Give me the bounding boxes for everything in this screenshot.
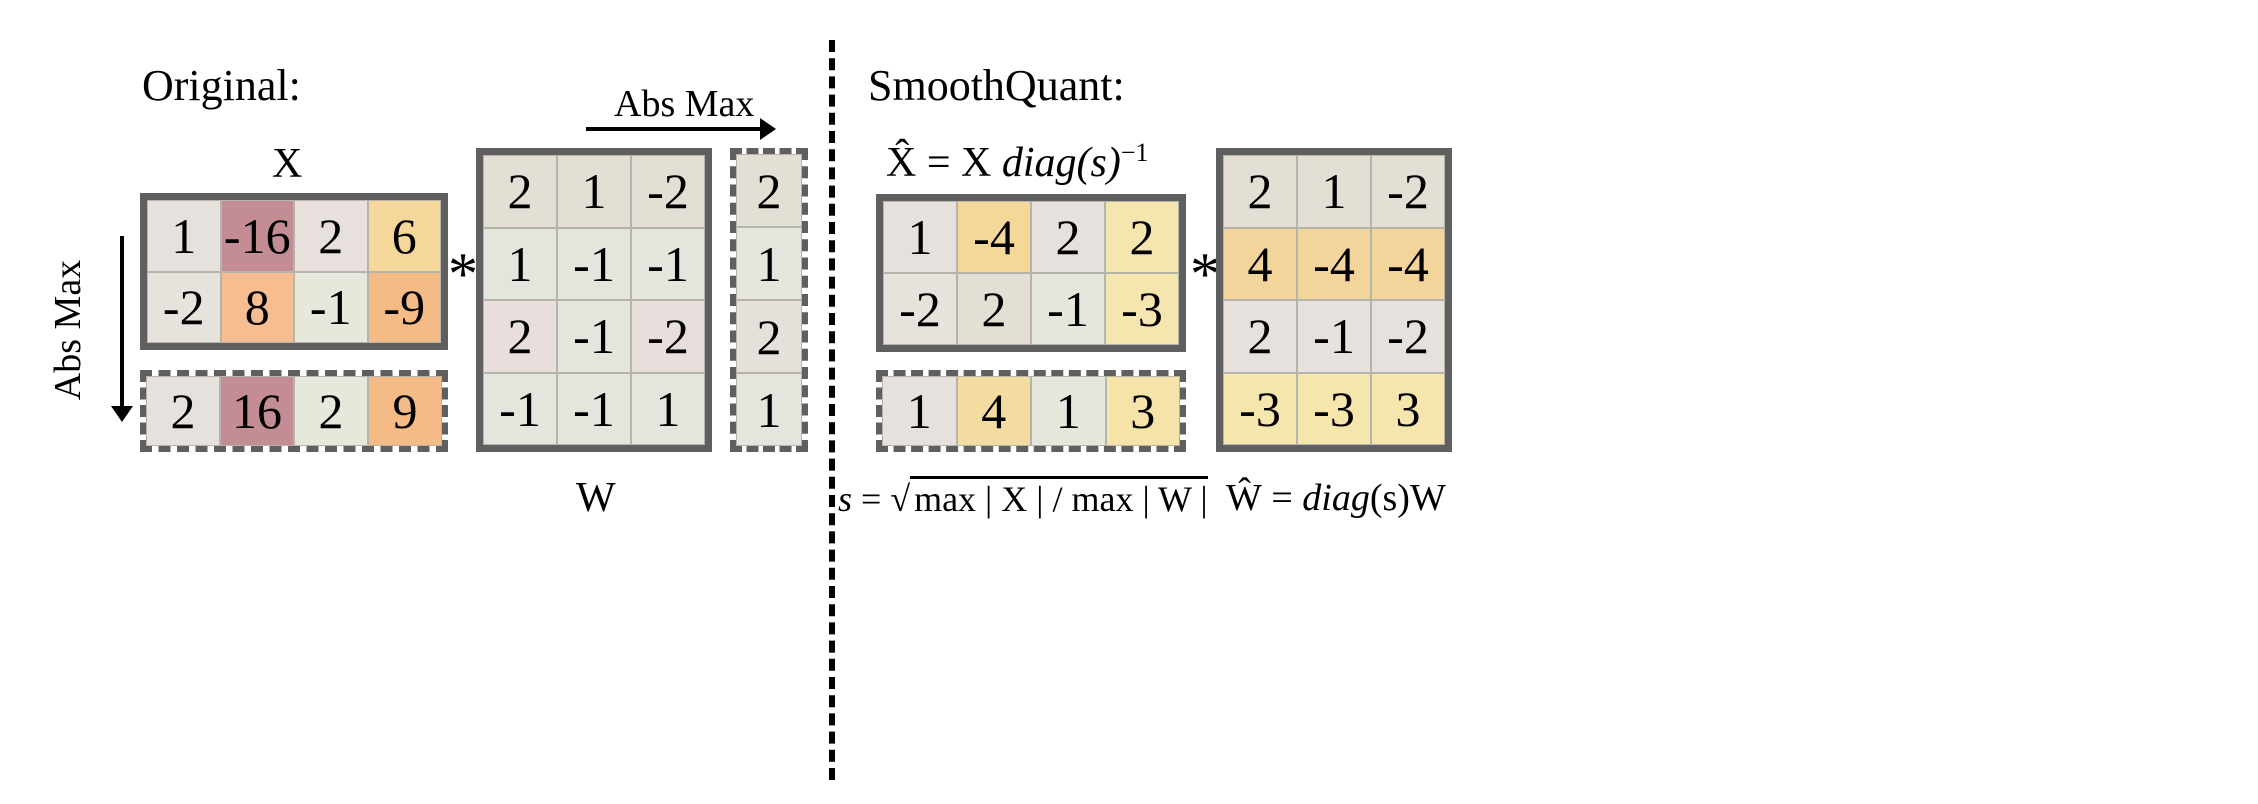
matrix-cell: -1 [294, 271, 368, 343]
matrix-cell: -2 [1371, 155, 1445, 228]
matrix-cell: 1 [557, 155, 631, 228]
matrix-cell: 1 [1297, 155, 1371, 228]
matrix-cell: 2 [957, 273, 1031, 345]
matrix-cell: 2 [483, 155, 557, 228]
matrix-cell: 2 [1223, 155, 1297, 228]
abs-max-col-label: Abs Max [614, 83, 755, 125]
matrix-cell: 3 [1105, 376, 1180, 446]
xhat-formula-arg: (s) [1076, 140, 1121, 186]
multiply-symbol: * [448, 241, 478, 307]
abs-max-row-label: Abs Max [47, 259, 90, 401]
matrix-cell: 2 [736, 300, 802, 373]
multiply-symbol-smooth: * [1190, 241, 1220, 307]
s-formula-lhs: s [838, 479, 853, 519]
matrix-cell: 4 [956, 376, 1031, 446]
original-title: Original: [142, 61, 301, 110]
smoothquant-title: SmoothQuant: [868, 61, 1125, 110]
matrix-cell: -3 [1297, 372, 1371, 445]
matrix-cell: -4 [1297, 227, 1371, 300]
s-formula-body: max | X | / max | W | [910, 476, 1208, 519]
matrix-cell: 3 [1371, 372, 1445, 445]
matrix-cell: 2 [1223, 300, 1297, 373]
matrix-cell: -1 [557, 300, 631, 373]
xhat-formula: X̂ = X diag(s)−1 [886, 138, 1149, 187]
matrix-cell: -2 [631, 155, 705, 228]
matrix-cell: 1 [882, 376, 957, 446]
xhat-formula-sup: −1 [1120, 138, 1149, 167]
matrix-cell: -1 [631, 227, 705, 300]
matrix-cell: 4 [1223, 227, 1297, 300]
what-formula-fn: diag [1302, 477, 1370, 519]
s-formula-eq: = √ [852, 479, 911, 519]
matrix-cell: -1 [1031, 273, 1105, 345]
matrix-cell: 1 [147, 200, 221, 272]
matrix-cell: 9 [368, 376, 442, 446]
matrix-cell: -1 [1297, 300, 1371, 373]
matrix-cell: 1 [483, 227, 557, 300]
matrix-cell: 1 [631, 372, 705, 445]
x-label: X [272, 141, 303, 187]
matrix-cell: 2 [146, 376, 220, 446]
matrix-cell: -1 [557, 372, 631, 445]
matrix-cell: -2 [631, 300, 705, 373]
what-formula: Ŵ = diag(s)W [1226, 476, 1446, 520]
matrix-cell: -16 [220, 200, 294, 272]
matrix-cell: 2 [483, 300, 557, 373]
matrix-cell: -4 [1371, 227, 1445, 300]
matrix-cell: 2 [294, 376, 368, 446]
matrix-cell: 1 [736, 373, 802, 446]
what-formula-lhs: Ŵ = [1226, 477, 1303, 519]
xhat-formula-lhs: X̂ = X [886, 140, 1002, 186]
matrix-cell: 2 [736, 154, 802, 227]
section-divider [829, 40, 835, 780]
what-formula-arg: (s)W [1369, 477, 1446, 519]
matrix-cell: -3 [1105, 273, 1179, 345]
w-label: W [576, 475, 616, 521]
abs-max-right-arrow-icon [586, 118, 776, 140]
matrix-cell: 2 [1031, 201, 1105, 273]
matrix-cell: -2 [1371, 300, 1445, 373]
s-formula: s = √max | X | / max | W | [838, 476, 1208, 520]
abs-max-down-arrow-icon [111, 236, 133, 422]
matrix-cell: 1 [883, 201, 957, 273]
matrix-cell: -2 [883, 273, 957, 345]
matrix-cell: -9 [367, 271, 441, 343]
matrix-cell: 1 [1031, 376, 1106, 446]
matrix-cell: 1 [736, 227, 802, 300]
matrix-cell: 16 [220, 376, 294, 446]
xhat-formula-fn: diag [1001, 140, 1077, 186]
matrix-cell: -1 [557, 227, 631, 300]
matrix-cell: 6 [367, 200, 441, 272]
matrix-cell: -3 [1223, 372, 1297, 445]
matrix-cell: -2 [147, 271, 221, 343]
matrix-cell: 2 [1105, 201, 1179, 273]
matrix-cell: -4 [957, 201, 1031, 273]
matrix-cell: -1 [483, 372, 557, 445]
matrix-cell: 2 [294, 200, 368, 272]
matrix-cell: 8 [220, 271, 294, 343]
